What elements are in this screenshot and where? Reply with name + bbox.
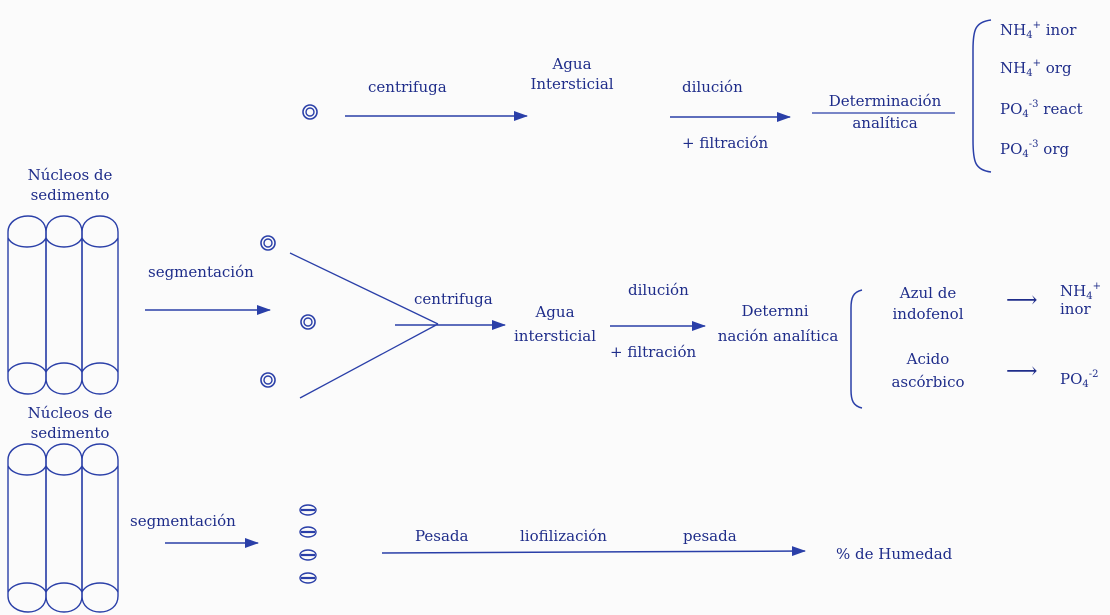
label-acido: Acido xyxy=(906,350,950,368)
output-po4-react: PO4-3 react xyxy=(1000,99,1083,120)
label-filtracion-row2: + filtración xyxy=(610,343,697,361)
label-analitica-row1: analítica xyxy=(852,114,918,132)
brace-row2 xyxy=(850,289,863,409)
sample-ring-row2-top xyxy=(260,235,276,251)
label-pesada-1: Pesada xyxy=(415,527,469,545)
sediment-core-1 xyxy=(7,215,119,395)
brace-row1 xyxy=(972,19,992,173)
label-nacion-analitica-row2: nación analítica xyxy=(717,327,839,345)
sample-ring-row1 xyxy=(302,104,318,120)
arrow-acido-po4: ⟶ xyxy=(1006,359,1038,384)
label-sedimento-1: sedimento xyxy=(30,186,110,204)
output-po4-row2: PO4-2 xyxy=(1060,369,1099,390)
sample-disc xyxy=(299,549,317,561)
label-intersticial-row2: intersticial xyxy=(514,327,596,345)
sample-disc xyxy=(299,526,317,538)
label-ascorbico: ascórbico xyxy=(891,373,965,391)
label-deter-row2: Deternni xyxy=(741,302,809,320)
label-centrifuga-row2: centrifuga xyxy=(414,290,493,308)
output-nh4-org: NH4+ org xyxy=(1000,58,1072,79)
label-agua-row1: Agua xyxy=(552,55,592,73)
label-pesada-2: pesada xyxy=(683,527,737,545)
sample-disc xyxy=(299,504,317,516)
label-determinacion-row1: Determinación xyxy=(828,92,942,110)
label-sedimento-2: sedimento xyxy=(30,424,110,442)
label-nucleos-1: Núcleos de xyxy=(27,166,113,184)
converge-line-top xyxy=(289,252,439,325)
sample-ring-row2-bot xyxy=(260,372,276,388)
label-indofenol: indofenol xyxy=(892,305,964,323)
label-centrifuga-row1: centrifuga xyxy=(368,78,447,96)
label-liofilizacion: liofilización xyxy=(520,527,607,545)
sample-discs xyxy=(299,504,317,584)
output-po4-org: PO4-3 org xyxy=(1000,139,1070,160)
label-dilucion-row1: dilución xyxy=(682,78,743,96)
arrow-pesada-row3 xyxy=(381,546,806,557)
label-agua-row2: Agua xyxy=(535,303,575,321)
label-azul-de: Azul de xyxy=(899,284,957,302)
sample-ring-row2-mid xyxy=(300,314,316,330)
sediment-core-2 xyxy=(7,443,119,613)
converge-line-bot xyxy=(299,323,439,399)
label-dilucion-row2: dilución xyxy=(628,281,689,299)
output-nh4-inor: NH4+ inor xyxy=(1000,20,1077,41)
label-humedad: % de Humedad xyxy=(836,545,953,563)
output-inor-row2: inor xyxy=(1060,300,1091,318)
label-nucleos-2: Núcleos de xyxy=(27,404,113,422)
label-filtracion-row1: + filtración xyxy=(682,134,769,152)
arrow-azul-nh4: ⟶ xyxy=(1006,288,1038,313)
label-intersticial-row1: Intersticial xyxy=(530,75,614,93)
label-segmentacion-row2: segmentación xyxy=(148,263,254,281)
sample-disc xyxy=(299,572,317,584)
output-nh4-row2: NH4+ xyxy=(1060,281,1101,302)
label-segmentacion-row3: segmentación xyxy=(130,512,236,530)
